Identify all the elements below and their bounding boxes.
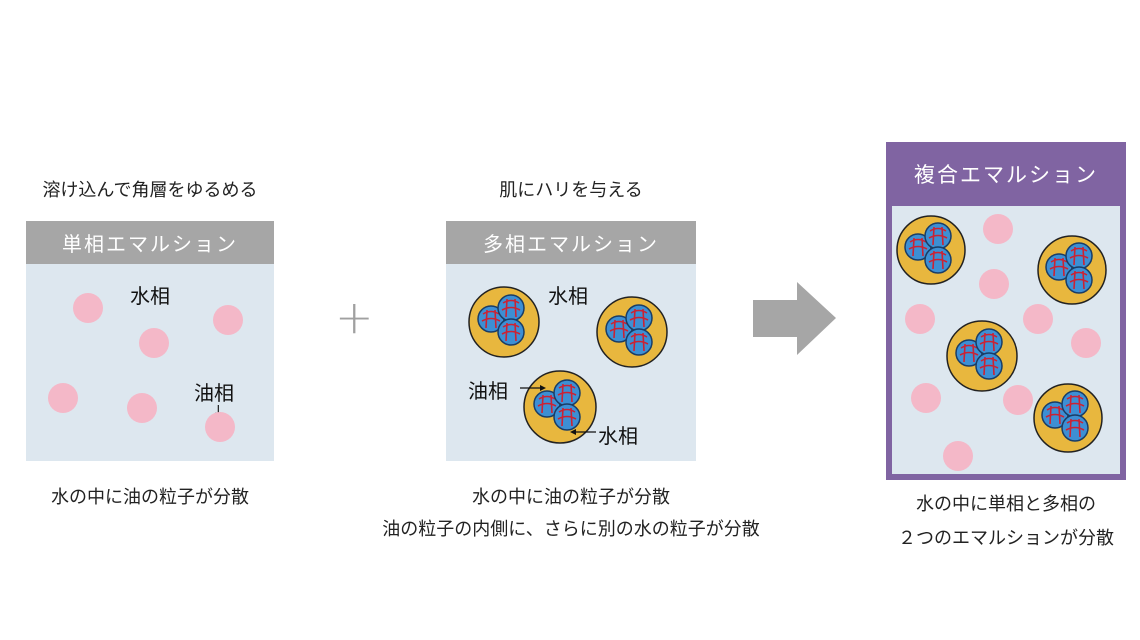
composite-emulsion-header: 複合エマルション xyxy=(886,142,1126,206)
water-network-lines xyxy=(629,332,649,352)
oil-droplet xyxy=(73,293,103,323)
right-arrow-icon xyxy=(753,282,836,355)
oil-droplet xyxy=(48,383,78,413)
water-network-lines xyxy=(537,394,557,414)
oil-droplet xyxy=(205,412,235,442)
water-network-lines xyxy=(481,309,501,329)
oil-droplet xyxy=(213,305,243,335)
water-network-lines xyxy=(1069,246,1089,266)
water-network-lines xyxy=(1049,257,1069,277)
water-network-lines xyxy=(1069,270,1089,290)
oil-droplet xyxy=(1071,328,1101,358)
oil-droplet xyxy=(127,393,157,423)
right-bottom-caption-2: ２つのエマルションが分散 xyxy=(898,528,1114,549)
left-water-label: 水相 xyxy=(130,284,170,308)
middle-inner-water-label: 水相 xyxy=(598,424,638,448)
oil-droplet xyxy=(983,214,1013,244)
left-bottom-caption: 水の中に油の粒子が分散 xyxy=(51,487,249,508)
water-network-lines xyxy=(609,319,629,339)
water-network-lines xyxy=(501,322,521,342)
plus-icon: + xyxy=(335,290,374,344)
middle-bottom-caption-1: 水の中に油の粒子が分散 xyxy=(472,487,670,508)
water-network-lines xyxy=(1045,405,1065,425)
oil-droplet xyxy=(911,383,941,413)
middle-top-caption: 肌にハリを与える xyxy=(499,180,643,201)
water-network-lines xyxy=(557,407,577,427)
water-network-lines xyxy=(1065,418,1085,438)
water-network-lines xyxy=(979,332,999,352)
oil-pointer-head xyxy=(540,385,546,391)
oil-droplet xyxy=(139,328,169,358)
water-network-lines xyxy=(501,298,521,318)
right-bottom-caption-1: 水の中に単相と多相の xyxy=(916,494,1096,515)
left-top-caption: 溶け込んで角層をゆるめる xyxy=(42,180,258,201)
water-network-lines xyxy=(629,308,649,328)
water-network-lines xyxy=(557,383,577,403)
single-emulsion-header: 単相エマルション xyxy=(26,221,274,264)
water-network-lines xyxy=(959,343,979,363)
left-oil-label: 油相 xyxy=(194,381,234,405)
oil-droplet xyxy=(1023,304,1053,334)
water-network-lines xyxy=(979,356,999,376)
oil-droplet xyxy=(943,441,973,471)
middle-oil-label: 油相 xyxy=(468,379,508,403)
water-network-lines xyxy=(908,237,928,257)
water-pointer-head xyxy=(570,429,576,435)
oil-droplet xyxy=(905,304,935,334)
oil-droplet xyxy=(979,269,1009,299)
oil-droplet xyxy=(1003,385,1033,415)
multiple-emulsion-header: 多相エマルション xyxy=(446,221,696,264)
middle-water-label: 水相 xyxy=(548,284,588,308)
water-network-lines xyxy=(928,226,948,246)
middle-bottom-caption-2: 油の粒子の内側に、さらに別の水の粒子が分散 xyxy=(382,519,760,540)
water-network-lines xyxy=(1065,394,1085,414)
water-network-lines xyxy=(928,250,948,270)
